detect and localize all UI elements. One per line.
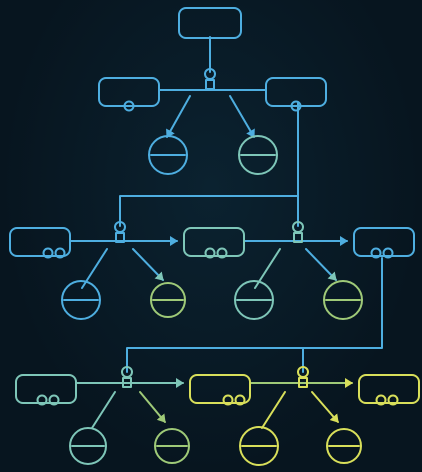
junction-square (298, 377, 308, 388)
junction-square (122, 377, 132, 388)
row3-disc-1 (69, 427, 107, 465)
disc-outline (238, 135, 278, 175)
disc-outline (154, 428, 190, 464)
disc-outline (323, 280, 363, 320)
port-icon (234, 394, 246, 406)
row2-box-2 (183, 227, 245, 259)
connector-line (305, 248, 337, 281)
connector-line (126, 257, 383, 373)
junction-icon (121, 366, 133, 388)
connector-line (139, 391, 166, 423)
row2-disc-1 (61, 280, 101, 320)
connector-line (132, 248, 164, 281)
disc-outline (234, 280, 274, 320)
port-icon (36, 394, 48, 406)
row2-disc-3 (234, 280, 274, 320)
connector-line (311, 391, 339, 423)
port-icon (387, 394, 399, 406)
junction-icon (204, 68, 216, 90)
row2-disc-2 (150, 282, 186, 318)
sink-disc-left (148, 135, 188, 175)
junction-square (205, 79, 215, 90)
sink-disc-right (238, 135, 278, 175)
right-source-box (265, 77, 327, 112)
connector-line (166, 95, 191, 138)
port-icon (290, 100, 302, 112)
connector-line (229, 95, 255, 138)
box-outline (9, 227, 71, 257)
connector-line (119, 102, 299, 227)
box-outline (178, 7, 242, 39)
port-icon (54, 247, 66, 259)
port-icon (48, 394, 60, 406)
row2-disc-4 (323, 280, 363, 320)
port-icon (370, 247, 382, 259)
disc-outline (61, 280, 101, 320)
row3-disc-2 (154, 428, 190, 464)
box-outline (189, 374, 251, 404)
disc-outline (148, 135, 188, 175)
port-icon (375, 394, 387, 406)
row2-box-3 (353, 227, 415, 259)
disc-outline (69, 427, 107, 465)
row3-disc-3 (239, 426, 279, 466)
disc-outline (326, 428, 362, 464)
junction-icon (292, 221, 304, 243)
port-icon (123, 100, 135, 112)
junction-square (115, 232, 125, 243)
port-icon (382, 247, 394, 259)
junction-square (293, 232, 303, 243)
row3-box-2 (189, 374, 251, 406)
row3-box-1 (15, 374, 77, 406)
port-icon (222, 394, 234, 406)
connector-line (91, 391, 116, 429)
junction-icon (114, 221, 126, 243)
top-node-box (178, 7, 242, 39)
row3-disc-4 (326, 428, 362, 464)
box-outline (98, 77, 160, 107)
junction-icon (297, 366, 309, 388)
row3-box-3 (358, 374, 420, 406)
left-source-box (98, 77, 160, 112)
port-icon (216, 247, 228, 259)
port-icon (204, 247, 216, 259)
disc-outline (150, 282, 186, 318)
box-outline (265, 77, 327, 107)
port-icon (42, 247, 54, 259)
connector-line (261, 391, 286, 429)
row2-box-1 (9, 227, 71, 259)
diagram-nodes (9, 7, 420, 466)
disc-outline (239, 426, 279, 466)
